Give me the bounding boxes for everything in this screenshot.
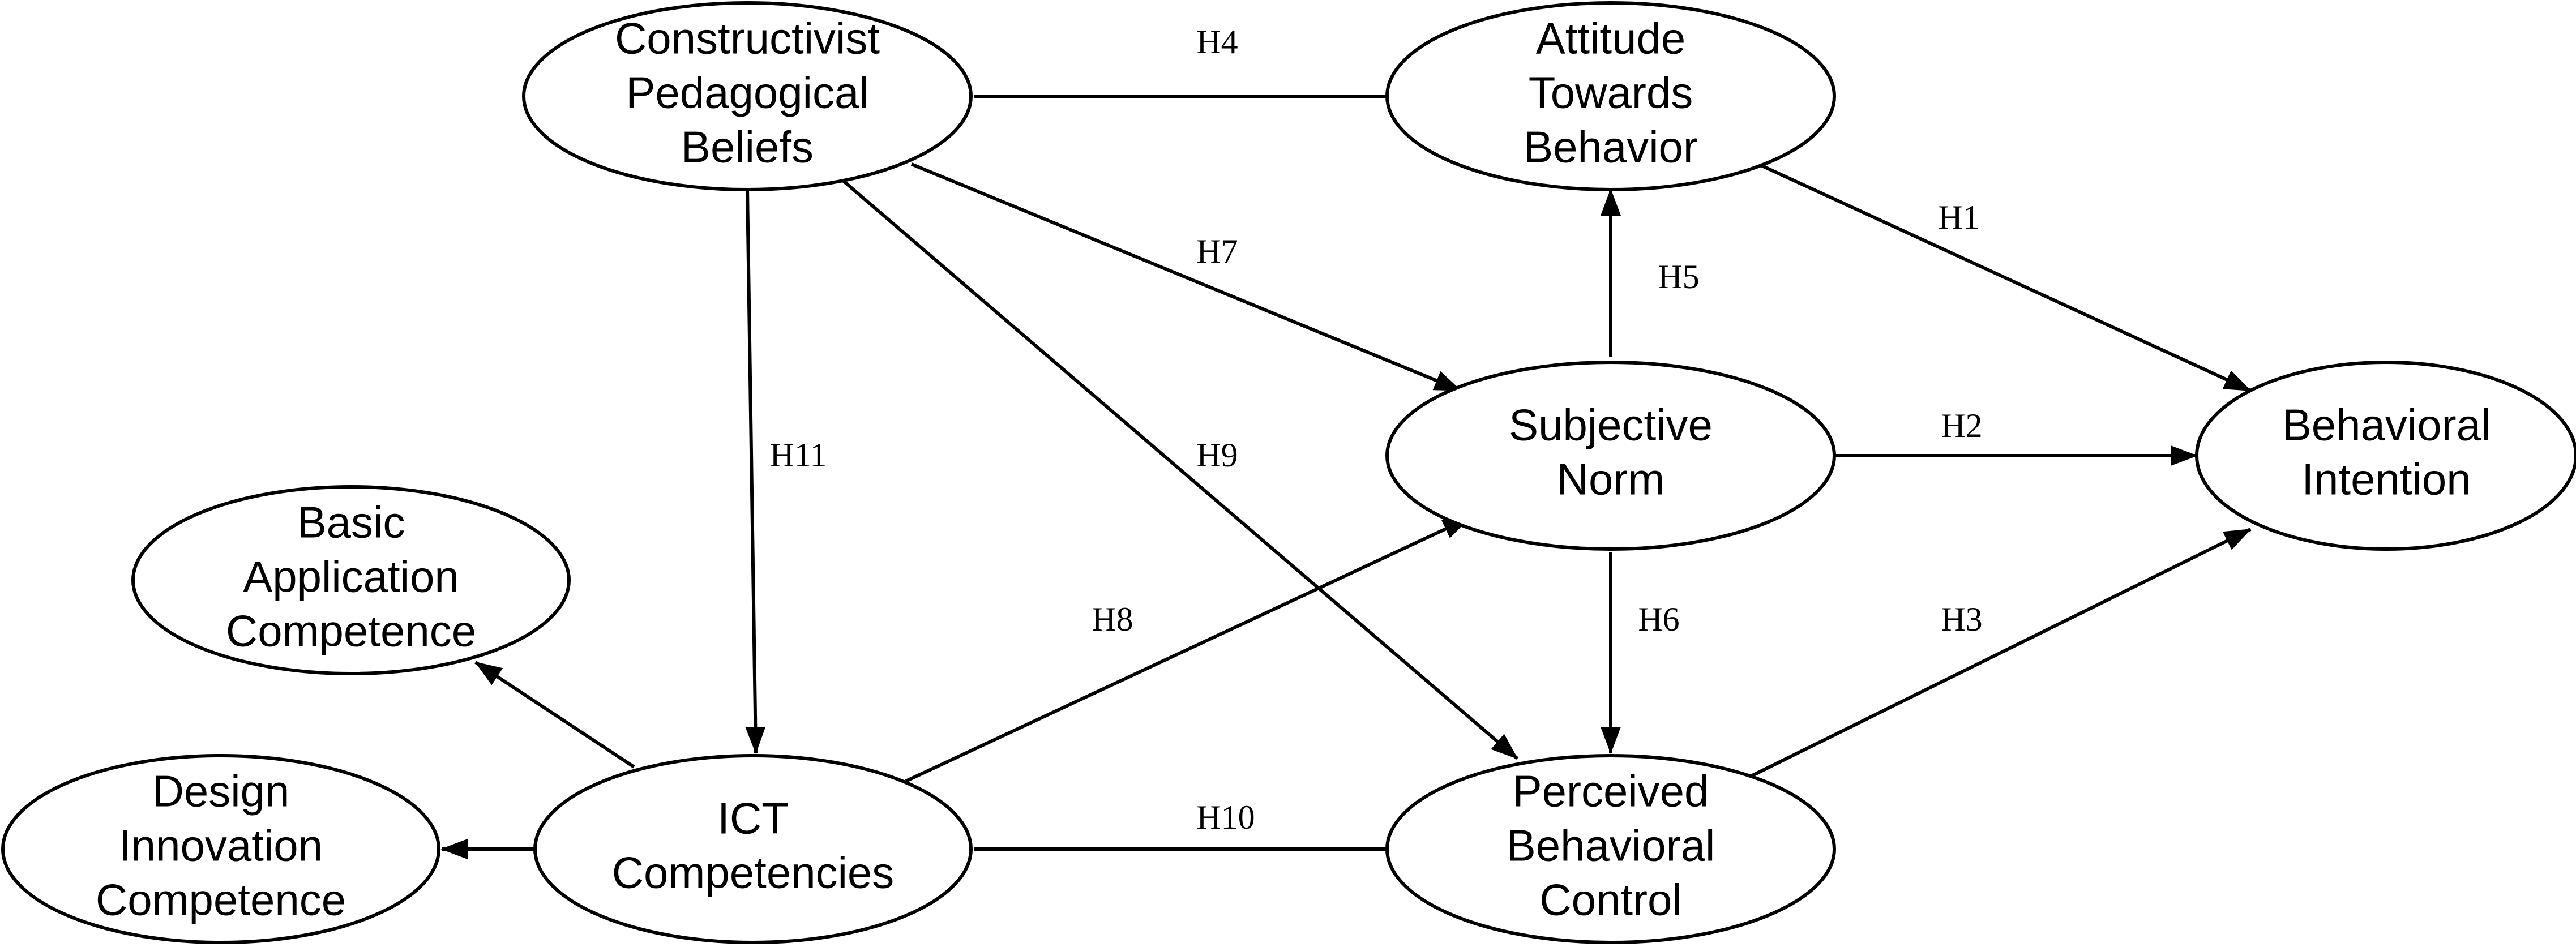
node-label-line: Innovation	[119, 821, 323, 871]
node-label-line: Towards	[1529, 68, 1693, 118]
edge-label-h3: H3	[1941, 601, 1982, 638]
node-label-line: Attitude	[1536, 14, 1686, 63]
node-ellipse	[1, 754, 440, 944]
node-label-line: Competence	[96, 875, 346, 925]
node-label-line: Behavior	[1524, 122, 1698, 172]
node-ict: ICT Competencies	[533, 754, 973, 944]
edge-arrow	[745, 189, 766, 754]
edge-sn-pbc: H6	[1601, 552, 1680, 754]
edge-arrow	[905, 516, 1470, 783]
edge-arrow	[910, 162, 1462, 392]
edge-arrow	[842, 179, 1518, 760]
node-label-line: Norm	[1557, 455, 1665, 504]
node-ellipse	[2195, 361, 2576, 551]
node-ellipse	[533, 754, 973, 944]
edge-label-h10: H10	[1196, 799, 1255, 836]
node-ellipse	[522, 1, 973, 191]
edge-ict-pbc: H10	[974, 799, 1419, 859]
edge-label-h2: H2	[1941, 407, 1982, 444]
node-label-line: Behavioral	[2282, 400, 2491, 450]
node-label-line: Control	[1539, 875, 1681, 925]
edge-cpb-pbc: H9	[842, 179, 1518, 760]
edge-arrow	[1745, 528, 2252, 780]
edge-label-h8: H8	[1092, 601, 1133, 638]
edge-label-h9: H9	[1196, 436, 1238, 474]
edge-cpb-atb: H4	[974, 23, 1419, 106]
edge-arrow	[1751, 160, 2252, 392]
edge-label-h5: H5	[1658, 258, 1699, 295]
node-label-line: Application	[243, 552, 459, 602]
edge-label-h4: H4	[1196, 23, 1238, 61]
node-label-line: Beliefs	[681, 122, 814, 172]
node-ellipse	[131, 485, 571, 675]
node-ellipse	[1385, 361, 1836, 551]
edge-atb-bi: H1	[1751, 160, 2252, 392]
edge-pbc-bi: H3	[1745, 528, 2252, 780]
edge-label-h11: H11	[769, 436, 827, 474]
edge-label-h1: H1	[1938, 199, 1979, 236]
node-label-line: Basic	[297, 498, 405, 547]
node-label-line: Perceived	[1513, 766, 1709, 816]
edge-cpb-ict: H11	[745, 189, 827, 754]
node-ellipse	[1385, 754, 1836, 944]
edge-sn-bi: H2	[1800, 407, 2198, 466]
edge-label-h6: H6	[1638, 601, 1679, 638]
edge-ict-sn: H8	[905, 516, 1470, 783]
edge-label-h7: H7	[1196, 233, 1238, 270]
edge-arrow	[474, 661, 635, 769]
node-label-line: Design	[152, 766, 290, 816]
edge-sn-atb: H5	[1601, 188, 1700, 357]
node-label-line: Pedagogical	[626, 68, 868, 118]
node-ellipse	[1385, 1, 1836, 191]
node-label-line: Subjective	[1509, 400, 1713, 450]
node-label-line: Intention	[2301, 455, 2471, 504]
edge-ict-bac	[474, 661, 635, 769]
node-label-line: Competence	[226, 606, 476, 656]
edge-cpb-sn: H7	[910, 162, 1462, 392]
node-label-line: Competencies	[612, 848, 895, 898]
node-label-line: ICT	[717, 794, 789, 843]
node-label-line: Constructivist	[615, 14, 880, 63]
node-label-line: Behavioral	[1507, 821, 1715, 871]
